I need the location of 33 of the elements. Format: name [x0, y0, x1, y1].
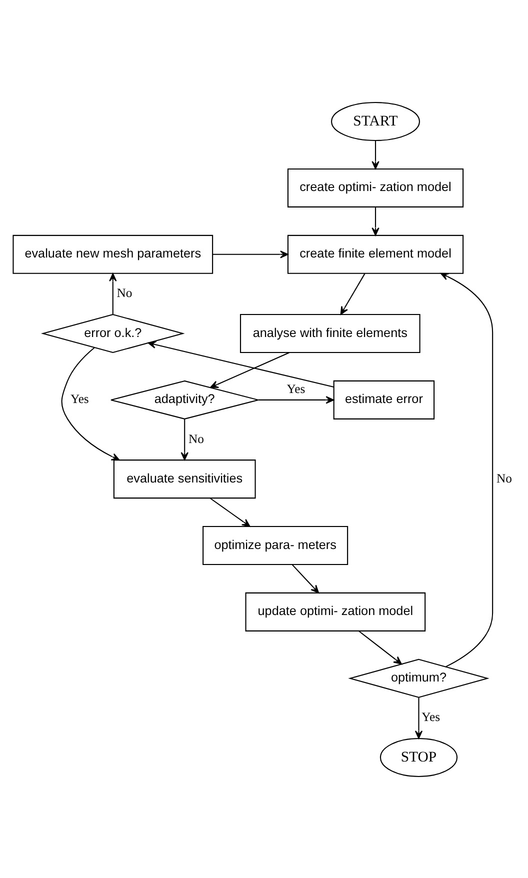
edge-label: Yes	[421, 710, 440, 724]
node-box: analyse with finite elements	[239, 314, 420, 353]
arrow	[212, 250, 288, 258]
edge-label: No	[116, 286, 132, 300]
edge-label: Yes	[70, 392, 88, 406]
node-diamond: optimum?	[348, 658, 489, 698]
node-box: estimate error	[332, 380, 434, 419]
arrow	[108, 272, 116, 314]
node-box: update optimi- zation model	[244, 592, 426, 631]
node-diamond: error o.k.?	[40, 313, 184, 353]
arrow	[60, 346, 120, 460]
arrow	[358, 630, 402, 664]
arrow	[340, 272, 365, 314]
edge-label: Yes	[286, 382, 305, 396]
node-ellipse: STOP	[379, 737, 458, 776]
arrow	[414, 697, 422, 738]
node-ellipse: START	[330, 102, 420, 141]
arrow	[258, 396, 334, 404]
node-box: evaluate sensitivities	[112, 459, 256, 498]
node-box: optimize para- meters	[202, 525, 348, 564]
node-box: create optimi- zation model	[286, 168, 464, 207]
arrow	[210, 497, 250, 526]
arrow	[371, 206, 379, 236]
arrow	[291, 564, 319, 593]
arrow	[210, 352, 289, 388]
edge-label: No	[188, 431, 204, 446]
edge-label: No	[496, 470, 512, 485]
node-box: evaluate new mesh parameters	[12, 234, 213, 274]
arrow	[440, 272, 493, 667]
arrow	[147, 340, 334, 387]
arrow	[180, 418, 188, 460]
node-box: create finite element model	[286, 234, 464, 274]
arrow	[371, 140, 379, 169]
